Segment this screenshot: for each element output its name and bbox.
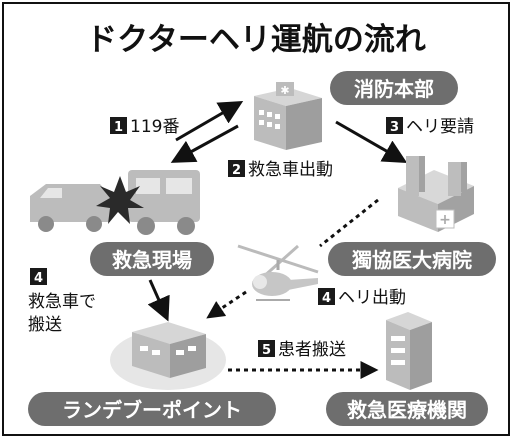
step-4b-text: ヘリ出動	[338, 288, 406, 308]
rendezvous-pill: ランデブーポイント	[28, 392, 276, 426]
step-4a-text-line1: 救急車で	[28, 292, 96, 312]
step-5-label: 5 患者搬送	[258, 340, 346, 360]
diagram-title: ドクターヘリ運航の流れ	[86, 22, 426, 58]
fire-department-pill: 消防本部	[330, 71, 458, 105]
step-2-text: 救急車出動	[248, 160, 333, 180]
hospital-label: 獨協医大病院	[351, 248, 472, 272]
scene-label: 救急現場	[112, 248, 192, 272]
rendezvous-label: ランデブーポイント	[62, 398, 242, 422]
step-5-text: 患者搬送	[278, 340, 346, 360]
step-4a-text-line2: 搬送	[28, 315, 62, 335]
medical-institution-label: 救急医療機関	[347, 398, 467, 422]
hospital-icon: +	[398, 156, 474, 232]
medical-institution-pill: 救急医療機関	[326, 392, 488, 426]
arrow-scene-to-fire	[175, 100, 244, 142]
step-1-number: 1	[114, 120, 123, 135]
accident-vehicles-icon	[30, 170, 200, 235]
step-2-label: 2 救急車出動	[228, 160, 333, 180]
step-4a-number: 4	[34, 271, 43, 286]
step-5-number: 5	[262, 343, 271, 358]
arrow-scene-to-rendezvous	[147, 279, 170, 322]
arrow-fire-to-hospital	[335, 120, 408, 163]
svg-text:✱: ✱	[280, 84, 289, 97]
arrow-fire-to-scene	[170, 124, 239, 163]
step-4-heli-label: 4 ヘリ出動	[318, 288, 406, 308]
step-4b-number: 4	[322, 291, 331, 306]
step-4-ambulance-label: 4 救急車で 搬送	[28, 268, 96, 335]
fire-department-icon: ✱	[254, 82, 322, 150]
step-3-label: 3 ヘリ要請	[386, 117, 474, 137]
fire-department-label: 消防本部	[354, 77, 434, 101]
helicopter-icon	[237, 244, 319, 301]
svg-text:+: +	[439, 212, 451, 228]
step-3-number: 3	[390, 120, 399, 135]
scene-pill: 救急現場	[90, 242, 214, 276]
medical-institution-icon	[386, 312, 432, 390]
step-1-text: 119番	[130, 117, 179, 137]
rendezvous-icon	[110, 322, 226, 390]
hospital-pill: 獨協医大病院	[328, 242, 496, 276]
step-1-label: 1 119番	[110, 117, 179, 137]
step-2-number: 2	[232, 163, 241, 178]
step-3-text: ヘリ要請	[406, 117, 474, 137]
